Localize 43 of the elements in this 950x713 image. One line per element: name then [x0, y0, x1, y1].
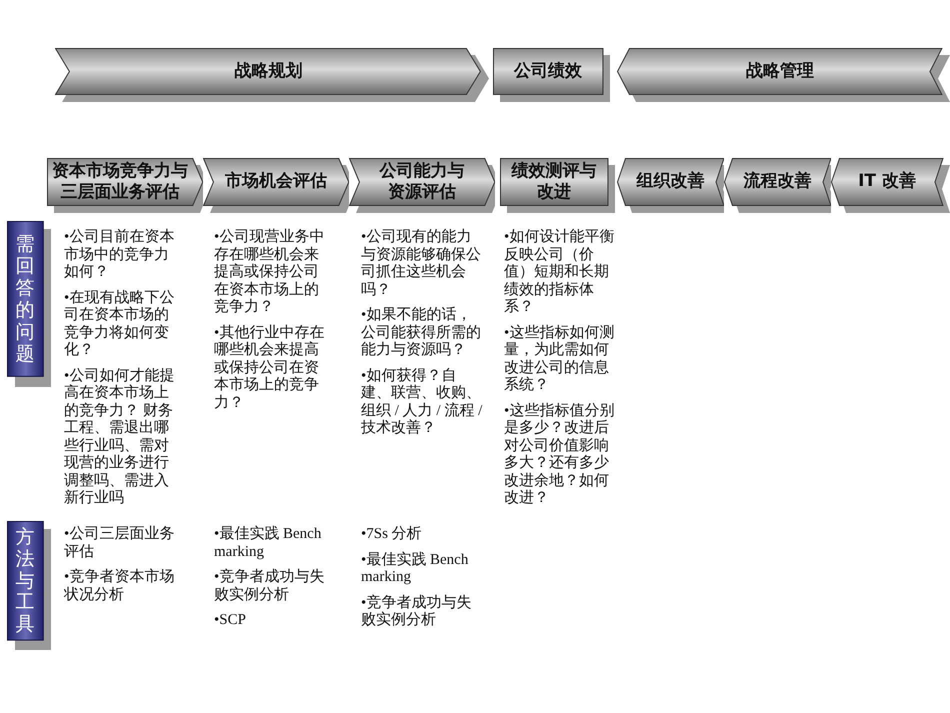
side-tab	[7, 521, 51, 650]
bullet-text: •这些指标如何测量，为此需如何改进公司的信息系统？	[504, 324, 616, 394]
step-label: 资本市场竞争力与三层面业务评估	[50, 160, 189, 204]
tab-label: 需回答的问题	[16, 234, 34, 366]
bullet-text: •公司目前在资本市场中的竞争力如何？	[64, 229, 176, 282]
bullet-text: •最佳实践 Bench marking	[361, 552, 470, 586]
bullet-text: •SCP	[214, 612, 246, 630]
step-label: 公司绩效	[514, 60, 582, 82]
bullet-text: •这些指标值分别是多少？改进后对公司价值影响多大？还有多少改进余地？如何改进？	[504, 402, 616, 508]
step-label: 绩效测评与改进	[510, 160, 598, 204]
bullet-text: •公司现有的能力与资源能够确保公司抓住这些机会吗？	[361, 229, 482, 299]
step-label: 战略规划	[234, 60, 302, 82]
bullet-text: •如果不能的话，公司能获得所需的能力与资源吗？	[361, 307, 482, 360]
bullet-text: •如何设计能平衡反映公司（价值）短期和长期绩效的指标体系？	[504, 229, 616, 316]
step-label: 流程改善	[744, 171, 812, 193]
tab-label: 方法与工具	[16, 526, 34, 636]
reverse-chevron-step	[724, 158, 831, 213]
step-label: 战略管理	[746, 60, 814, 82]
bullet-text: •竞争者成功与失败实例分析	[361, 594, 472, 630]
bullet-text: •公司如何才能提高在资本市场上的竞争力？ 财务工程、需退出哪些行业吗、需对现营的业务进行调整吗、需进入新行业吗	[64, 368, 176, 508]
reverse-chevron-step	[617, 158, 724, 213]
bullet-text: •竞争者资本市场状况分析	[64, 569, 176, 604]
chevron-step	[349, 158, 495, 213]
bullet-text: •7Ss 分析	[361, 526, 422, 544]
process-panel	[500, 158, 615, 213]
bullet-text: •公司现营业务中存在哪些机会来提高或保持公司在资本市场上的竞争力？	[214, 229, 326, 316]
chevron-step	[47, 158, 203, 213]
step-label: 公司能力与资源评估	[378, 160, 466, 204]
chevron-step	[203, 158, 349, 213]
bullet-text: •如何获得？自建、联营、收购、组织 / 人力 / 流程 / 技术改善？	[361, 368, 484, 438]
chevron-step	[55, 48, 489, 102]
process-panel	[493, 48, 610, 102]
bullet-text: •公司三层面业务评估	[64, 526, 176, 561]
step-label: IT 改善	[858, 171, 916, 193]
step-label: 组织改善	[636, 171, 704, 193]
reverse-chevron-step	[831, 158, 950, 213]
bullet-text: •其他行业中存在哪些机会来提高或保持公司在资本市场上的竞争力？	[214, 324, 326, 412]
side-tab	[7, 221, 51, 387]
bullet-text: •最佳实践 Bench marking	[214, 526, 322, 561]
bullet-text: •在现有战略下公司在资本市场的竞争力将如何变化？	[64, 290, 176, 360]
bullet-text: •竞争者成功与失败实例分析	[214, 569, 326, 604]
step-label: 市场机会评估	[225, 171, 327, 193]
reverse-chevron-step	[617, 48, 950, 102]
